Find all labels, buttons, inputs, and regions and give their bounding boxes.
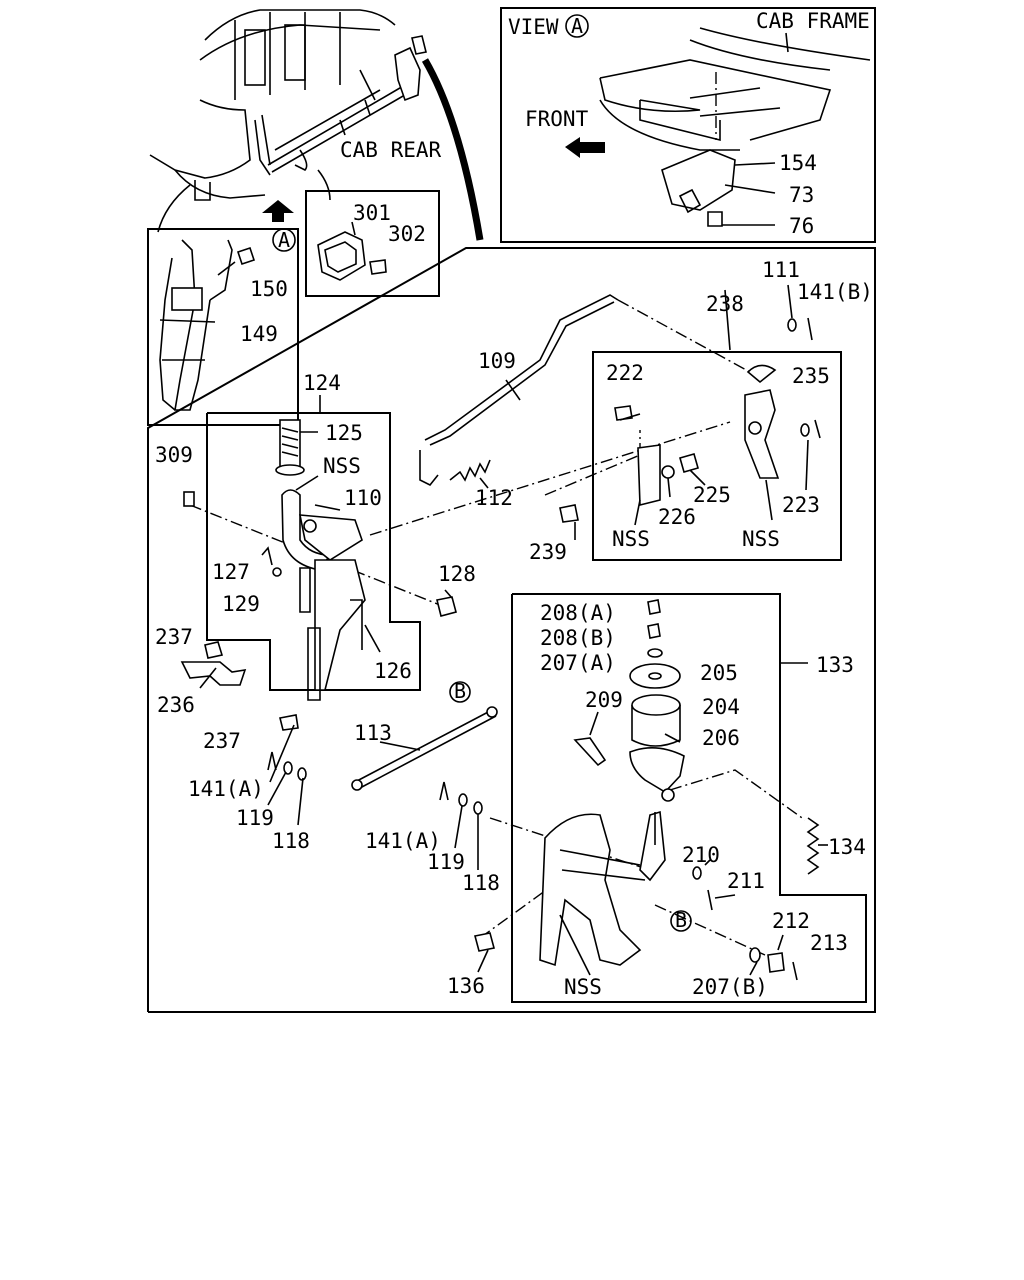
part-150: 150 (250, 277, 288, 301)
part-235: 235 (792, 364, 830, 388)
view-a-frame (500, 7, 876, 243)
part-129: 129 (222, 592, 260, 616)
cab-frame-label: CAB FRAME (756, 9, 870, 33)
part-134: 134 (828, 835, 866, 859)
inset-301-drawing (317, 221, 387, 281)
part-209: 209 (585, 688, 623, 712)
part-210: 210 (682, 843, 720, 867)
part-205: 205 (700, 661, 738, 685)
part-128: 128 (438, 562, 476, 586)
front-label: FRONT (525, 107, 589, 131)
part-211: 211 (727, 869, 765, 893)
part-141b: 141(B) (797, 280, 873, 304)
nss-label-4: NSS (564, 975, 602, 999)
part-204: 204 (702, 695, 740, 719)
part-119-left: 119 (236, 806, 274, 830)
main-mechanism (180, 284, 828, 981)
part-119-right: 119 (427, 850, 465, 874)
part-302: 302 (388, 222, 426, 246)
part-124: 124 (303, 371, 341, 395)
front-arrow-icon (565, 137, 605, 158)
marker-b-lower-label: B (675, 908, 687, 932)
part-109: 109 (478, 349, 516, 373)
marker-b-lower-circle (670, 910, 692, 932)
cab-rear-illustration (149, 9, 484, 252)
part-237-upper: 237 (155, 625, 193, 649)
part-226: 226 (658, 505, 696, 529)
part-238: 238 (706, 292, 744, 316)
part-136: 136 (447, 974, 485, 998)
part-76: 76 (789, 214, 814, 238)
view-label: VIEW (508, 15, 559, 39)
part-141a-right: 141(A) (365, 829, 441, 853)
part-208b: 208(B) (540, 626, 616, 650)
part-237-lower: 237 (203, 729, 241, 753)
part-213: 213 (810, 931, 848, 955)
part-208a: 208(A) (540, 601, 616, 625)
cab-rear-label: CAB REAR (340, 138, 442, 162)
view-a-marker-circle (565, 14, 589, 38)
group-238-frame (592, 351, 842, 561)
part-222: 222 (606, 361, 644, 385)
part-309: 309 (155, 443, 193, 467)
marker-a-circle (272, 228, 296, 252)
part-206: 206 (702, 726, 740, 750)
inset-149-drawing (159, 239, 256, 411)
part-110: 110 (344, 486, 382, 510)
part-212: 212 (772, 909, 810, 933)
part-133: 133 (816, 653, 854, 677)
part-112: 112 (475, 486, 513, 510)
part-73: 73 (789, 183, 814, 207)
part-111: 111 (762, 258, 800, 282)
part-301: 301 (353, 201, 391, 225)
nss-label-3: NSS (742, 527, 780, 551)
part-141a-left: 141(A) (188, 777, 264, 801)
view-a-drawing (565, 14, 871, 227)
marker-b-upper-label: B (454, 679, 466, 703)
part-223: 223 (782, 493, 820, 517)
part-207b: 207(B) (692, 975, 768, 999)
part-118-left: 118 (272, 829, 310, 853)
inset-149-frame (147, 228, 299, 426)
part-236: 236 (157, 693, 195, 717)
part-154: 154 (779, 151, 817, 175)
part-113: 113 (354, 721, 392, 745)
inset-301-frame (305, 190, 440, 297)
part-125: 125 (325, 421, 363, 445)
group-124-frame (206, 412, 421, 691)
part-239: 239 (529, 540, 567, 564)
marker-b-upper-circle (449, 681, 471, 703)
part-127: 127 (212, 560, 250, 584)
marker-a-label: A (278, 228, 290, 252)
group-133-frame (511, 593, 867, 1003)
nss-label-1: NSS (323, 454, 361, 478)
frames (147, 7, 876, 1013)
main-frame (147, 247, 876, 1013)
part-126: 126 (374, 659, 412, 683)
part-149: 149 (240, 322, 278, 346)
view-marker-label: A (571, 14, 583, 38)
labels: VIEW A CAB FRAME FRONT CAB REAR A B B 15… (155, 9, 873, 999)
nss-label-2: NSS (612, 527, 650, 551)
part-207a: 207(A) (540, 651, 616, 675)
arrow-up-icon (262, 200, 294, 222)
part-225: 225 (693, 483, 731, 507)
part-118-right: 118 (462, 871, 500, 895)
